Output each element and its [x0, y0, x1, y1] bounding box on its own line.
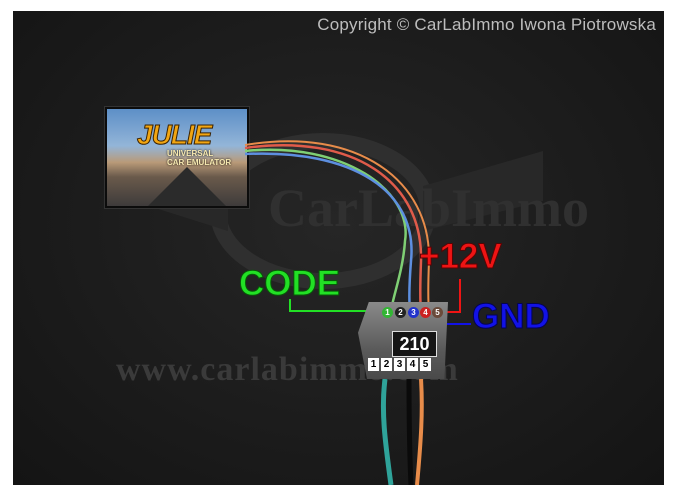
code-label: CODE: [238, 264, 341, 304]
power-label: +12V: [419, 237, 503, 277]
wiring-diagram: [244, 140, 471, 485]
pin-number-1: 1: [368, 358, 379, 371]
pin-number-4: 4: [407, 358, 418, 371]
wire-orange: [244, 140, 431, 312]
wire-orange-bottom: [415, 378, 424, 485]
copyright-text: Copyright © CarLabImmo Iwona Piotrowska: [317, 15, 656, 34]
pin-5: 5: [432, 307, 443, 318]
pin-number-5: 5: [420, 358, 431, 371]
device-brand: JULIE: [136, 119, 212, 151]
pin-2: 2: [395, 307, 406, 318]
photo-background: Copyright © CarLabImmo Iwona Piotrowska …: [13, 11, 664, 485]
pin-3-gnd: 3: [408, 307, 419, 318]
wire-black-bottom: [406, 378, 414, 485]
pin-number-2: 2: [381, 358, 392, 371]
device-subtitle: UNIVERSAL CAR EMULATOR: [167, 149, 231, 167]
wire-red: [244, 144, 423, 312]
pin-1-code: 1: [382, 307, 393, 318]
wire-teal-bottom: [380, 378, 394, 485]
road-graphic: [147, 167, 227, 206]
pin-number-row: 1 2 3 4 5: [368, 358, 431, 371]
device-subtitle-line1: UNIVERSAL: [167, 149, 214, 158]
wire-blue: [244, 152, 413, 312]
wire-green: [244, 148, 407, 312]
watermark-logo-text: CarLabImmo: [268, 178, 589, 238]
pin-number-3: 3: [394, 358, 405, 371]
ground-label: GND: [472, 297, 551, 337]
julie-emulator-device: JULIE UNIVERSAL CAR EMULATOR: [105, 107, 249, 208]
connector-label: 210: [392, 331, 437, 357]
leader-code: [289, 299, 385, 312]
device-subtitle-line2: CAR EMULATOR: [167, 158, 232, 167]
pin-4-power: 4: [420, 307, 431, 318]
